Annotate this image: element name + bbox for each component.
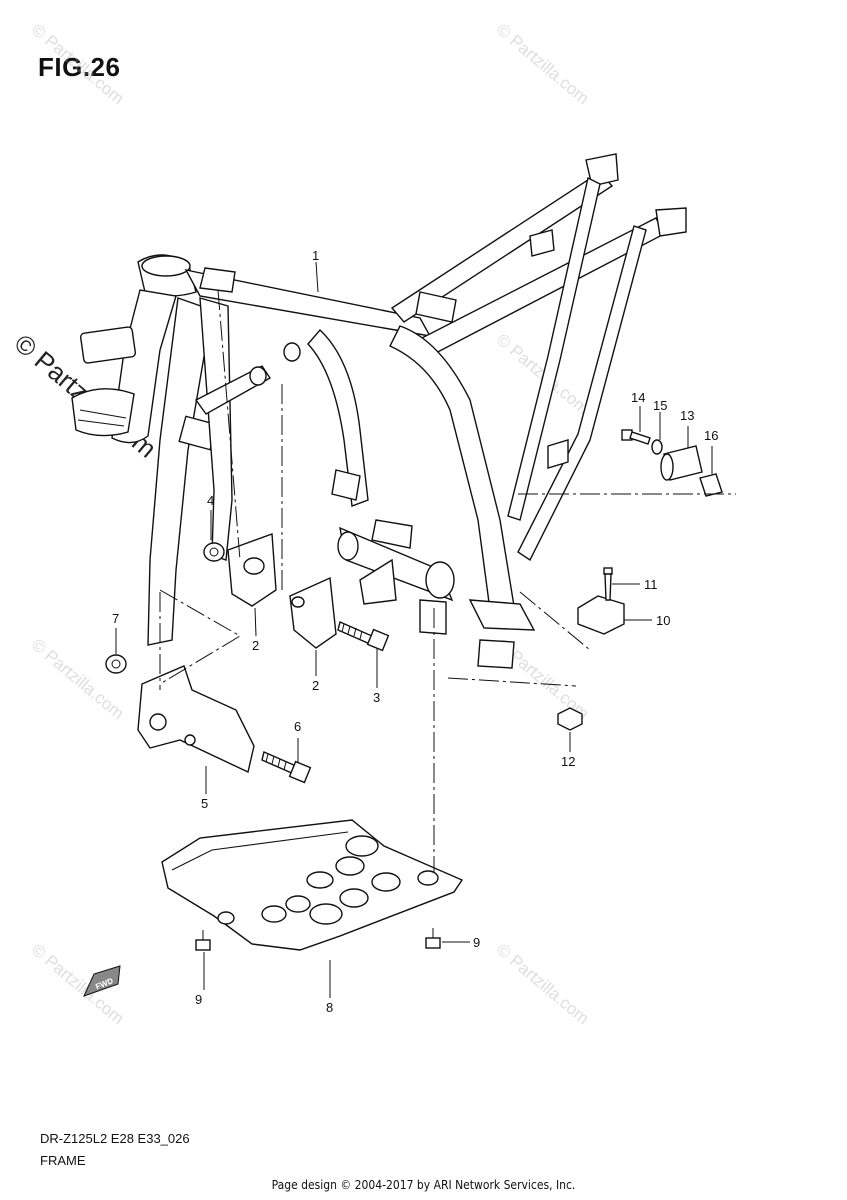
callout-1: 1 [312,248,319,263]
model-code: DR-Z125L2 E28 E33_026 [40,1131,190,1146]
engine-bracket [137,665,255,774]
skid-bolt [195,930,211,951]
nut [105,654,127,674]
callout-6: 6 [294,719,301,734]
callout-9: 9 [195,992,202,1007]
forward-arrow-icon: FWD [83,965,121,997]
mount-bolt-small [621,429,651,445]
callout-2: 2 [312,678,319,693]
figure-caption: FRAME [40,1153,86,1168]
callout-8: 8 [326,1000,333,1015]
skid-plate [161,819,464,951]
rubber-cushion [577,595,625,635]
callout-15: 15 [653,398,667,413]
callout-3: 3 [373,690,380,705]
main-frame [71,153,687,669]
callout-13: 13 [680,408,694,423]
washer [651,439,663,455]
collar [699,473,723,497]
figure-title: FIG.26 [38,52,121,82]
callout-7: 7 [112,611,119,626]
bracket-bolt [261,751,312,784]
callout-12: 12 [561,754,575,769]
engine-mount-plate [289,576,337,649]
callout-5: 5 [201,796,208,811]
callout-16: 16 [704,428,718,443]
skid-bolt [425,928,441,949]
callout-9: 9 [473,935,480,950]
page-footer: Page design © 2004-2017 by ARI Network S… [271,1178,576,1192]
callout-11: 11 [644,577,658,592]
callout-10: 10 [656,613,670,628]
cushion-bolt [603,567,613,601]
mount-bolt [337,621,390,652]
nut [203,542,225,562]
callout-14: 14 [631,390,645,405]
flange-nut [557,707,583,731]
callout-4: 4 [207,493,214,508]
callout-2: 2 [252,638,259,653]
